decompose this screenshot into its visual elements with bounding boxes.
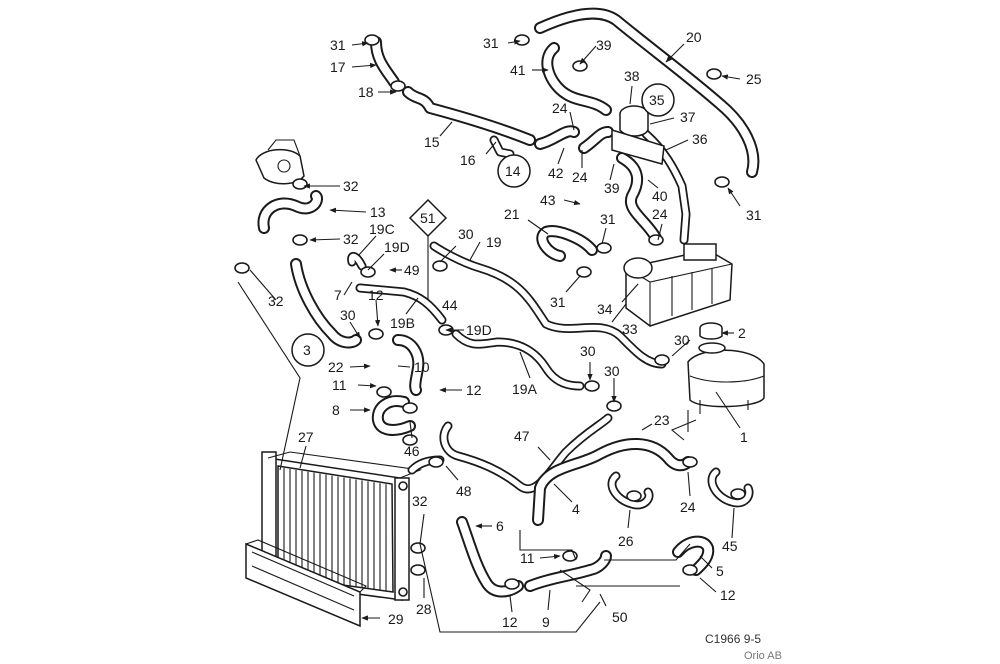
label-9: 9 xyxy=(542,614,550,630)
label-32: 32 xyxy=(412,493,428,509)
label-39: 39 xyxy=(596,37,612,53)
label-1: 1 xyxy=(740,429,748,445)
label-7: 7 xyxy=(334,287,342,303)
label-19b: 19B xyxy=(390,315,415,331)
label-34: 34 xyxy=(597,301,613,317)
label-21: 21 xyxy=(504,206,520,222)
label-24: 24 xyxy=(652,206,668,222)
label-19a: 19A xyxy=(512,381,538,397)
label-24: 24 xyxy=(680,499,696,515)
label-29: 29 xyxy=(388,611,404,627)
label-48: 48 xyxy=(456,483,472,499)
label-13: 13 xyxy=(370,204,386,220)
label-32: 32 xyxy=(343,178,359,194)
label-16: 16 xyxy=(460,152,476,168)
label-14: 14 xyxy=(505,163,521,179)
copyright: Orio AB xyxy=(744,650,782,662)
label-30: 30 xyxy=(580,343,596,359)
label-38: 38 xyxy=(624,68,640,84)
label-32: 32 xyxy=(268,293,284,309)
label-18: 18 xyxy=(358,84,374,100)
label-19d: 19D xyxy=(466,322,492,338)
label-37: 37 xyxy=(680,109,696,125)
label-25: 25 xyxy=(746,71,762,87)
label-26: 26 xyxy=(618,533,634,549)
label-24: 24 xyxy=(572,169,588,185)
leader-lines xyxy=(237,39,741,633)
label-22: 22 xyxy=(328,359,344,375)
label-44: 44 xyxy=(442,297,458,313)
reference-markers xyxy=(291,83,675,367)
label-20: 20 xyxy=(686,29,702,45)
label-19d: 19D xyxy=(384,239,410,255)
label-19c: 19C xyxy=(369,221,395,237)
label-3: 3 xyxy=(303,342,311,358)
label-11: 11 xyxy=(332,377,347,393)
radiator xyxy=(261,451,423,601)
label-10: 10 xyxy=(414,359,430,375)
label-47: 47 xyxy=(514,428,530,444)
label-30: 30 xyxy=(674,332,690,348)
label-8: 8 xyxy=(332,402,340,418)
label-27: 27 xyxy=(298,429,314,445)
thermostat-housing xyxy=(255,139,305,185)
label-30: 30 xyxy=(458,226,474,242)
label-4: 4 xyxy=(572,501,580,517)
label-51: 51 xyxy=(420,210,436,226)
label-39: 39 xyxy=(604,180,620,196)
label-46: 46 xyxy=(404,443,420,459)
label-30: 30 xyxy=(340,307,356,323)
label-31: 31 xyxy=(600,211,616,227)
auxiliary-heater-unit xyxy=(623,243,733,327)
label-31: 31 xyxy=(483,35,499,51)
label-24: 24 xyxy=(552,100,568,116)
heater-valve xyxy=(611,105,665,165)
label-33: 33 xyxy=(622,321,638,337)
label-23: 23 xyxy=(654,412,670,428)
label-41: 41 xyxy=(510,62,526,78)
expansion-tank-cap xyxy=(699,322,723,340)
label-12: 12 xyxy=(466,382,482,398)
label-35: 35 xyxy=(649,92,665,108)
label-43: 43 xyxy=(540,192,556,208)
label-31: 31 xyxy=(330,37,346,53)
lower-air-guide xyxy=(245,539,367,628)
label-2: 2 xyxy=(738,325,746,341)
label-28: 28 xyxy=(416,601,432,617)
label-31: 31 xyxy=(550,294,566,310)
hoses xyxy=(257,7,760,598)
label-15: 15 xyxy=(424,134,440,150)
label-17: 17 xyxy=(330,59,346,75)
label-11: 11 xyxy=(520,550,535,566)
label-12: 12 xyxy=(502,614,518,630)
label-30: 30 xyxy=(604,363,620,379)
label-36: 36 xyxy=(692,131,708,147)
label-40: 40 xyxy=(652,188,668,204)
label-12: 12 xyxy=(720,587,736,603)
label-6: 6 xyxy=(496,518,504,534)
label-31: 31 xyxy=(746,207,762,223)
label-49: 49 xyxy=(404,262,420,278)
drawing-code: C1966 9-5 xyxy=(705,632,761,646)
label-12: 12 xyxy=(368,287,384,303)
label-45: 45 xyxy=(722,538,738,554)
expansion-tank xyxy=(687,342,765,414)
callout-labels: 31 17 18 15 16 14 31 41 39 20 25 38 35 3… xyxy=(268,29,762,630)
label-32: 32 xyxy=(343,231,359,247)
hose-clamps xyxy=(234,34,746,590)
label-19: 19 xyxy=(486,234,502,250)
label-50: 50 xyxy=(612,609,628,625)
label-5: 5 xyxy=(716,563,724,579)
label-42: 42 xyxy=(548,165,564,181)
